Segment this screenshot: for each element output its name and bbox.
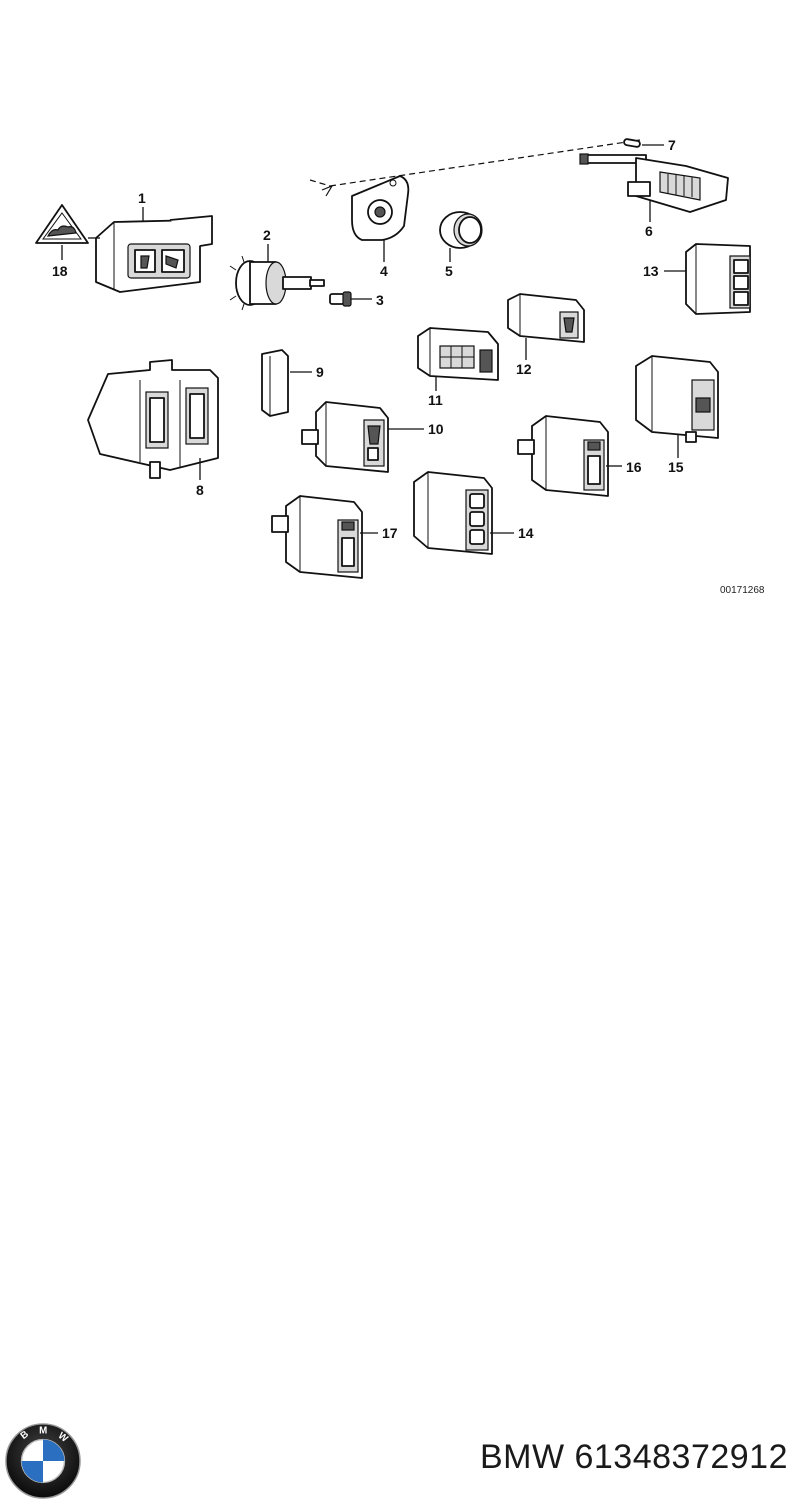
part-8-double-bezel	[87, 359, 219, 479]
drawing-number: 00171268	[720, 585, 765, 596]
label-3: 3	[376, 292, 384, 308]
label-11: 11	[428, 392, 443, 408]
part-6-switch-mechanism	[579, 153, 729, 213]
label-5: 5	[445, 263, 453, 279]
part-11-switch	[417, 327, 499, 381]
label-2: 2	[263, 227, 271, 243]
part-12-switch	[507, 293, 585, 343]
part-16-switch	[517, 415, 609, 497]
footer: B M W BMW 61348372912	[0, 700, 800, 1499]
part-14-switch-block	[413, 471, 493, 555]
part-3-screw	[329, 291, 352, 307]
part-17-switch	[271, 495, 363, 579]
parts-diagram: 18 1 2 3 4	[35, 137, 765, 596]
part-5-round-cap	[439, 211, 483, 249]
label-14: 14	[518, 525, 534, 541]
label-16: 16	[626, 459, 642, 475]
part-number-text: BMW 61348372912	[479, 1438, 788, 1476]
part-1-switch-housing	[95, 215, 213, 293]
bmw-logo-icon: B M W	[5, 1423, 81, 1499]
part-18-hazard-symbol	[35, 204, 89, 244]
part-15-switch	[635, 355, 719, 443]
svg-text:M: M	[39, 1426, 47, 1437]
part-9-cover-strip	[261, 349, 289, 417]
label-17: 17	[382, 525, 398, 541]
label-1: 1	[138, 190, 146, 206]
part-13-triple-switch	[685, 243, 751, 315]
label-9: 9	[316, 364, 324, 380]
part-10-rocker-switch	[301, 401, 389, 473]
label-12: 12	[516, 361, 532, 377]
label-13: 13	[643, 263, 659, 279]
part-2-rotary-switch	[229, 255, 325, 311]
label-4: 4	[380, 263, 388, 279]
part-4-lock-plate	[351, 175, 410, 241]
assembly-arrow-icon	[321, 184, 334, 197]
part-7-pin	[623, 138, 641, 148]
assembly-dashed-line	[309, 139, 641, 187]
label-8: 8	[196, 482, 204, 498]
label-15: 15	[668, 459, 684, 475]
label-7: 7	[668, 137, 676, 153]
label-6: 6	[645, 223, 653, 239]
label-18: 18	[52, 263, 68, 279]
label-10: 10	[428, 421, 444, 437]
